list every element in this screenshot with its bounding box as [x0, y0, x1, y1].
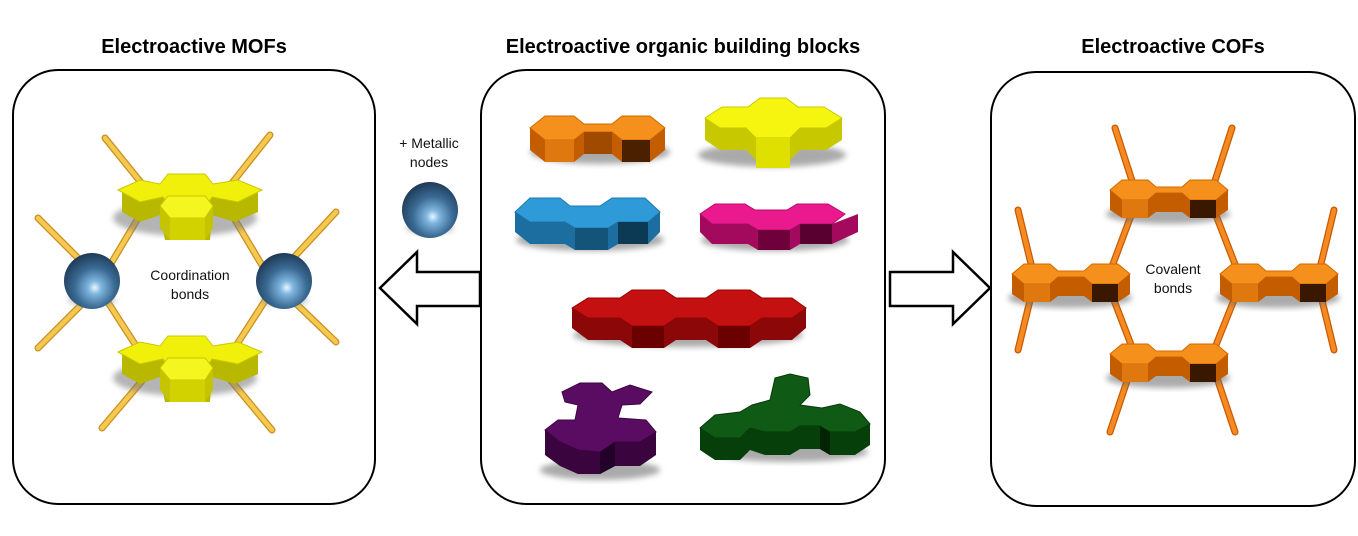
coordination-bonds-label: Coordination bonds: [120, 266, 260, 304]
right-arrow-icon: [888, 249, 992, 327]
metallic-nodes-line2: nodes: [409, 154, 449, 170]
mof-linker-bottom: [113, 335, 264, 402]
building-blocks-title: Electroactive organic building blocks: [505, 36, 861, 58]
block-green-truxene: [699, 373, 871, 462]
metallic-nodes-line1: + Metallic: [399, 135, 459, 151]
coordination-bonds-line2: bonds: [170, 286, 210, 302]
left-arrow-icon: [378, 249, 482, 327]
mof-metal-node-right: [256, 253, 312, 309]
covalent-bonds-line2: bonds: [1153, 280, 1193, 296]
mof-title: Electroactive MOFs: [101, 36, 287, 58]
covalent-bonds-label: Covalent bonds: [1125, 260, 1221, 298]
block-purple-cross: [540, 382, 660, 480]
cof-linker-left: [1008, 263, 1132, 308]
metal-node-icon: [402, 182, 458, 238]
cof-linker-right: [1216, 263, 1340, 308]
block-yellow-triphenylene: [698, 97, 846, 168]
block-blue-anthracene: [514, 197, 664, 251]
coordination-bonds-line1: Coordination: [150, 267, 230, 283]
block-pink-anthracene: [699, 203, 858, 251]
mof-linker-top: [113, 173, 264, 240]
metallic-nodes-label: + Metallic nodes: [376, 134, 482, 172]
cof-linker-bottom: [1106, 343, 1230, 388]
block-red-pentacene: [571, 289, 807, 348]
covalent-bonds-line1: Covalent: [1145, 261, 1201, 277]
cof-linker-top: [1106, 179, 1230, 224]
mof-metal-node-left: [64, 253, 120, 309]
cof-title: Electroactive COFs: [1081, 36, 1265, 58]
block-orange-biphenyl: [529, 115, 670, 164]
